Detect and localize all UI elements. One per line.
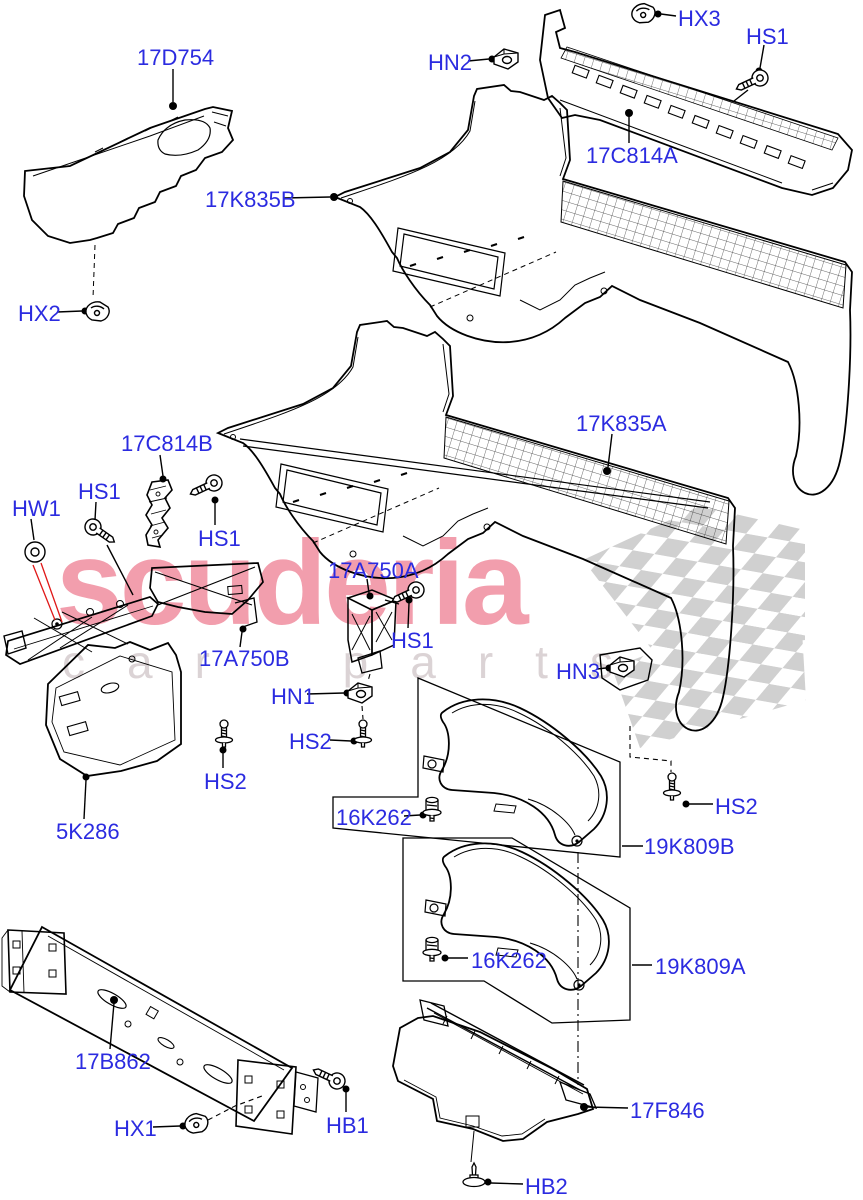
fastener-16k262-b-bolt — [422, 936, 442, 962]
part-label-16K262-a[interactable]: 16K262 — [336, 805, 412, 830]
part-17C814B-bracket — [145, 479, 173, 548]
part-label-17C814A[interactable]: 17C814A — [586, 143, 678, 168]
part-label-hs2-b[interactable]: HS2 — [204, 769, 247, 794]
part-17C814A-closing-panel — [539, 8, 853, 196]
part-label-hs1-bracket[interactable]: HS1 — [391, 628, 434, 653]
fastener-hs1-mid-screw — [186, 471, 226, 502]
red-leader-lines — [32, 562, 63, 623]
part-label-19K809B[interactable]: 19K809B — [644, 834, 735, 859]
part-label-5K286[interactable]: 5K286 — [56, 819, 120, 844]
watermark-subtext: car parts — [62, 636, 655, 688]
fastener-hs2-b-screw — [214, 719, 234, 748]
part-label-hs2-c[interactable]: HS2 — [715, 794, 758, 819]
part-label-17K835A[interactable]: 17K835A — [576, 411, 667, 436]
part-label-17K835B[interactable]: 17K835B — [205, 187, 296, 212]
part-label-hn2[interactable]: HN2 — [428, 50, 473, 75]
part-label-hs1-top[interactable]: HS1 — [746, 24, 789, 49]
part-17A750B-side-support — [3, 562, 264, 665]
group-box-19K809A — [402, 837, 631, 1024]
part-label-hs1-left[interactable]: HS1 — [78, 479, 121, 504]
part-label-17C814B[interactable]: 17C814B — [121, 431, 213, 456]
part-5K286-corner-panel — [45, 641, 182, 777]
part-label-hx2[interactable]: HX2 — [18, 301, 61, 326]
part-label-17B862[interactable]: 17B862 — [75, 1049, 151, 1074]
part-label-hs2-a[interactable]: HS2 — [289, 729, 332, 754]
part-label-17D754[interactable]: 17D754 — [137, 45, 215, 70]
fastener-hb2-bolt — [462, 1162, 486, 1188]
watermark-group: scuderia car parts — [56, 506, 806, 748]
part-label-hx3[interactable]: HX3 — [678, 6, 721, 31]
fastener-hx1-clip — [181, 1110, 211, 1137]
part-label-17A750B[interactable]: 17A750B — [199, 646, 290, 671]
part-17B862-reinforcement-beam — [1, 925, 319, 1135]
part-17K835A-bumper-cover-lower — [217, 320, 736, 732]
part-label-hw1[interactable]: HW1 — [12, 496, 61, 521]
part-label-17A750A[interactable]: 17A750A — [328, 558, 419, 583]
part-label-19K809A[interactable]: 19K809A — [655, 954, 746, 979]
part-label-hb2[interactable]: HB2 — [525, 1174, 568, 1199]
fastener-hw1-washer — [24, 541, 46, 563]
leader-lines — [30, 13, 765, 1185]
watermark-brand-text: scuderia — [56, 516, 530, 650]
fastener-hx3-clip — [629, 1, 658, 26]
fastener-hs1-top-screw — [732, 66, 772, 97]
part-17F846-valance-panel — [392, 999, 598, 1163]
dashed-alignment-lines — [207, 673, 672, 1121]
part-label-17F846[interactable]: 17F846 — [630, 1098, 705, 1123]
checkered-flag-graphic — [583, 506, 806, 748]
fastener-hx2-clip — [85, 301, 110, 322]
fastener-hs2-c-screw — [662, 772, 682, 801]
fastener-hn2-nut — [493, 48, 519, 70]
group-box-19K809B — [332, 677, 621, 858]
part-label-hx1[interactable]: HX1 — [114, 1116, 157, 1141]
part-19K809B-cover — [422, 698, 608, 847]
part-label-hn3[interactable]: HN3 — [556, 659, 601, 684]
part-label-hb1[interactable]: HB1 — [326, 1113, 369, 1138]
leader-dots — [81, 10, 763, 1186]
part-17D754-arch-finisher — [23, 106, 235, 299]
part-label-16K262-b[interactable]: 16K262 — [471, 948, 547, 973]
fastener-hs2-a-screw — [353, 719, 373, 748]
part-label-hs1-mid[interactable]: HS1 — [198, 526, 241, 551]
fastener-16k262-a-bolt — [422, 796, 442, 822]
part-label-hn1[interactable]: HN1 — [271, 684, 316, 709]
